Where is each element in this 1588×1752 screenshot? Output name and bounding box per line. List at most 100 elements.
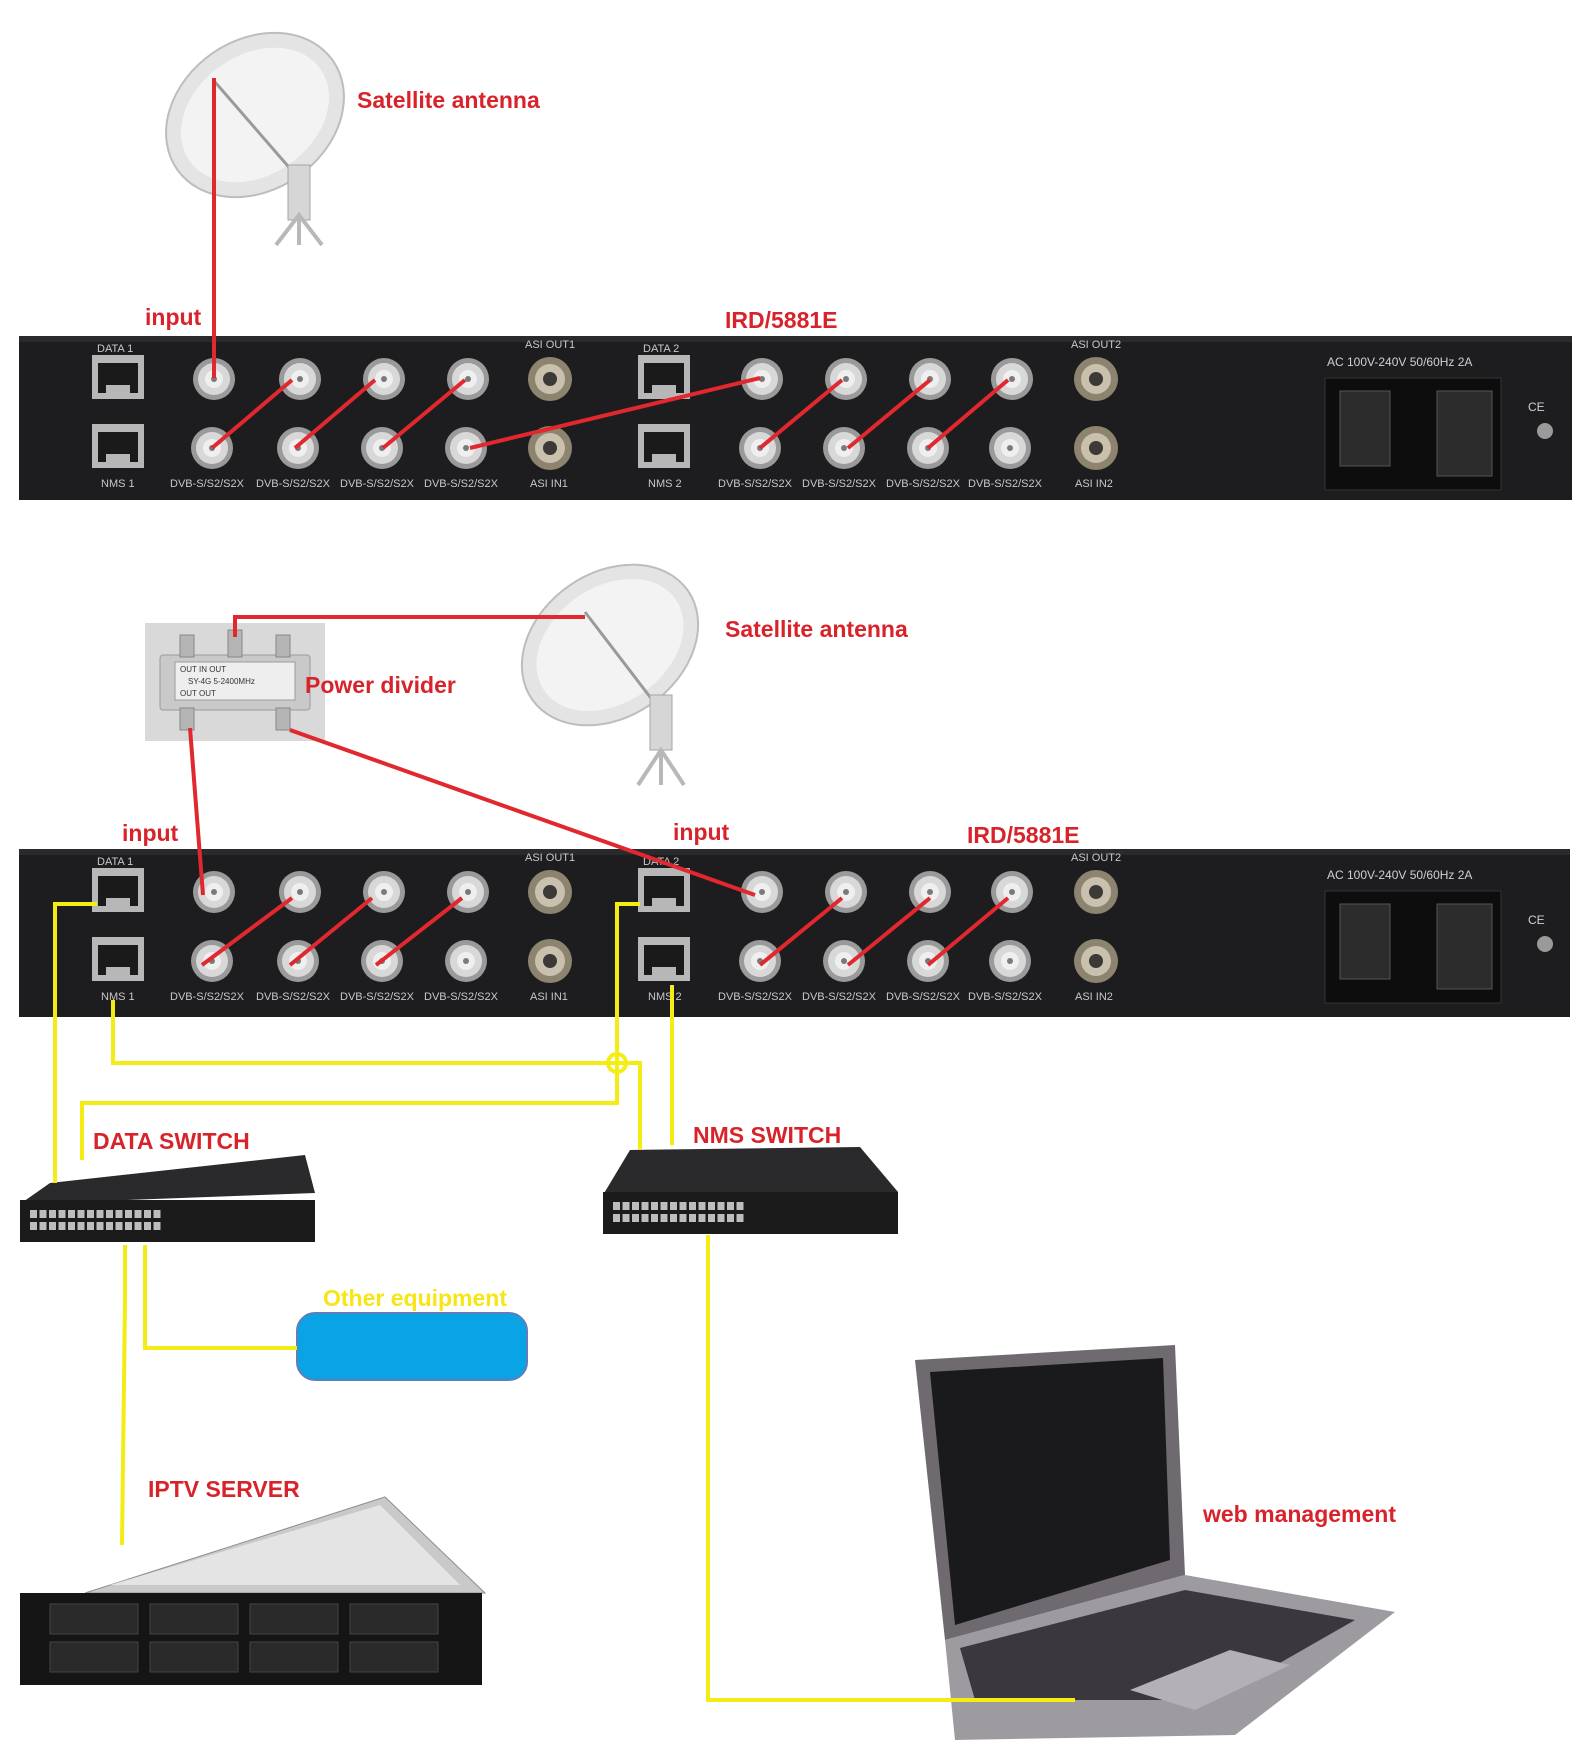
- ird-rear-panel-bottom: [19, 849, 1570, 1017]
- nms2-port: [638, 937, 690, 981]
- rf-loop-port: [739, 940, 781, 982]
- switch-port: [660, 1214, 668, 1222]
- divider-plate-line-1: OUT IN OUT: [180, 665, 226, 674]
- switch-port: [727, 1214, 734, 1222]
- power-spec-label: AC 100V-240V 50/60Hz 2A: [1327, 355, 1472, 369]
- rf-loop-port: [823, 940, 865, 982]
- switch-port: [622, 1214, 630, 1222]
- asi-in1-port: [528, 939, 572, 983]
- asi-out2-label: ASI OUT2: [1071, 852, 1121, 864]
- drive-bay: [149, 1641, 239, 1673]
- asi-out1-port: [528, 357, 572, 401]
- nms2-port: [638, 424, 690, 468]
- satellite-dish-icon: [520, 563, 700, 787]
- switch-port: [68, 1210, 75, 1218]
- switch-port: [77, 1210, 85, 1218]
- switch-port: [125, 1222, 132, 1230]
- switch-port: [651, 1214, 658, 1222]
- bottom-input-label-1: input: [122, 820, 179, 846]
- iptv-server-label: IPTV SERVER: [148, 1476, 300, 1502]
- rf-loop-port: [445, 940, 487, 982]
- switch-port: [30, 1222, 37, 1230]
- tuner-label: DVB-S/S2/S2X: [424, 991, 499, 1003]
- ce-mark: CE: [1528, 913, 1545, 927]
- other-equipment-box: [296, 1312, 528, 1381]
- bottom-antenna-label: Satellite antenna: [725, 616, 908, 642]
- drive-bay: [249, 1603, 339, 1635]
- nms1-label: NMS 1: [101, 991, 135, 1003]
- switch-port: [96, 1222, 104, 1230]
- switch-port: [698, 1214, 706, 1222]
- switch-port: [96, 1210, 104, 1218]
- switch-port: [115, 1222, 123, 1230]
- signal-lines: [188, 78, 1010, 967]
- network-lines: [53, 902, 1075, 1702]
- tuner-label: DVB-S/S2/S2X: [802, 991, 877, 1003]
- nms1-port: [92, 937, 144, 981]
- rf-input-port: [193, 871, 235, 913]
- switch-port: [49, 1210, 56, 1218]
- asi-out2-port: [1074, 357, 1118, 401]
- web-management-label: web management: [1202, 1501, 1396, 1527]
- rf-splitter-icon: OUT IN OUT SY-4G 5-2400MHz OUT OUT: [145, 623, 325, 741]
- switch-port: [641, 1214, 649, 1222]
- laptop-icon: [915, 1345, 1395, 1740]
- iec-inlet: [1436, 390, 1493, 477]
- network-switch-icon: [20, 1155, 315, 1242]
- switch-port: [736, 1214, 744, 1222]
- switch-port: [49, 1222, 56, 1230]
- rack-server-icon: [20, 1496, 487, 1685]
- switch-port: [39, 1210, 47, 1218]
- switch-port: [134, 1210, 142, 1218]
- rf-loop-port: [907, 940, 949, 982]
- data-switch-label: DATA SWITCH: [93, 1128, 250, 1154]
- switch-port: [736, 1202, 744, 1210]
- switch-port: [153, 1222, 161, 1230]
- switch-port: [125, 1210, 132, 1218]
- tuner-label: DVB-S/S2/S2X: [886, 991, 961, 1003]
- asi-out1-label: ASI OUT1: [525, 339, 575, 351]
- asi-out2-label: ASI OUT2: [1071, 339, 1121, 351]
- switch-port: [651, 1202, 658, 1210]
- data1-port: [92, 355, 144, 399]
- switch-port: [144, 1222, 151, 1230]
- rf-loop-port: [823, 427, 865, 469]
- rf-input-port: [279, 871, 321, 913]
- power-switch: [1339, 903, 1391, 980]
- switch-port: [670, 1202, 677, 1210]
- iec-inlet: [1436, 903, 1493, 990]
- power-switch: [1339, 390, 1391, 467]
- rf-input-port: [741, 358, 783, 400]
- asi-out2-port: [1074, 870, 1118, 914]
- divider-plate-line-2: SY-4G 5-2400MHz: [188, 677, 255, 686]
- switch-port: [727, 1202, 734, 1210]
- top-antenna-label: Satellite antenna: [357, 87, 540, 113]
- tuner-label: DVB-S/S2/S2X: [256, 991, 331, 1003]
- rf-input-port: [991, 358, 1033, 400]
- switch-port: [632, 1202, 639, 1210]
- rf-input-port: [363, 358, 405, 400]
- drive-bay: [49, 1603, 139, 1635]
- switch-port: [39, 1222, 47, 1230]
- ground-screw: [1537, 936, 1553, 952]
- rf-loop-port: [989, 940, 1031, 982]
- switch-port: [77, 1222, 85, 1230]
- switch-port: [134, 1222, 142, 1230]
- asi-in2-port: [1074, 939, 1118, 983]
- top-device-label: IRD/5881E: [725, 307, 838, 333]
- tuner-label: DVB-S/S2/S2X: [256, 478, 331, 490]
- drive-bay: [49, 1641, 139, 1673]
- switch-port: [717, 1202, 725, 1210]
- data2-port: [638, 355, 690, 399]
- nms-switch-label: NMS SWITCH: [693, 1122, 841, 1148]
- tuner-label: DVB-S/S2/S2X: [718, 478, 793, 490]
- asi-out1-port: [528, 870, 572, 914]
- power-divider-label: Power divider: [305, 672, 456, 698]
- nms2-label: NMS 2: [648, 478, 682, 490]
- tuner-label: DVB-S/S2/S2X: [170, 991, 245, 1003]
- data1-label: DATA 1: [97, 856, 133, 868]
- data2-label: DATA 2: [643, 343, 679, 355]
- drive-bay: [149, 1603, 239, 1635]
- tuner-label: DVB-S/S2/S2X: [718, 991, 793, 1003]
